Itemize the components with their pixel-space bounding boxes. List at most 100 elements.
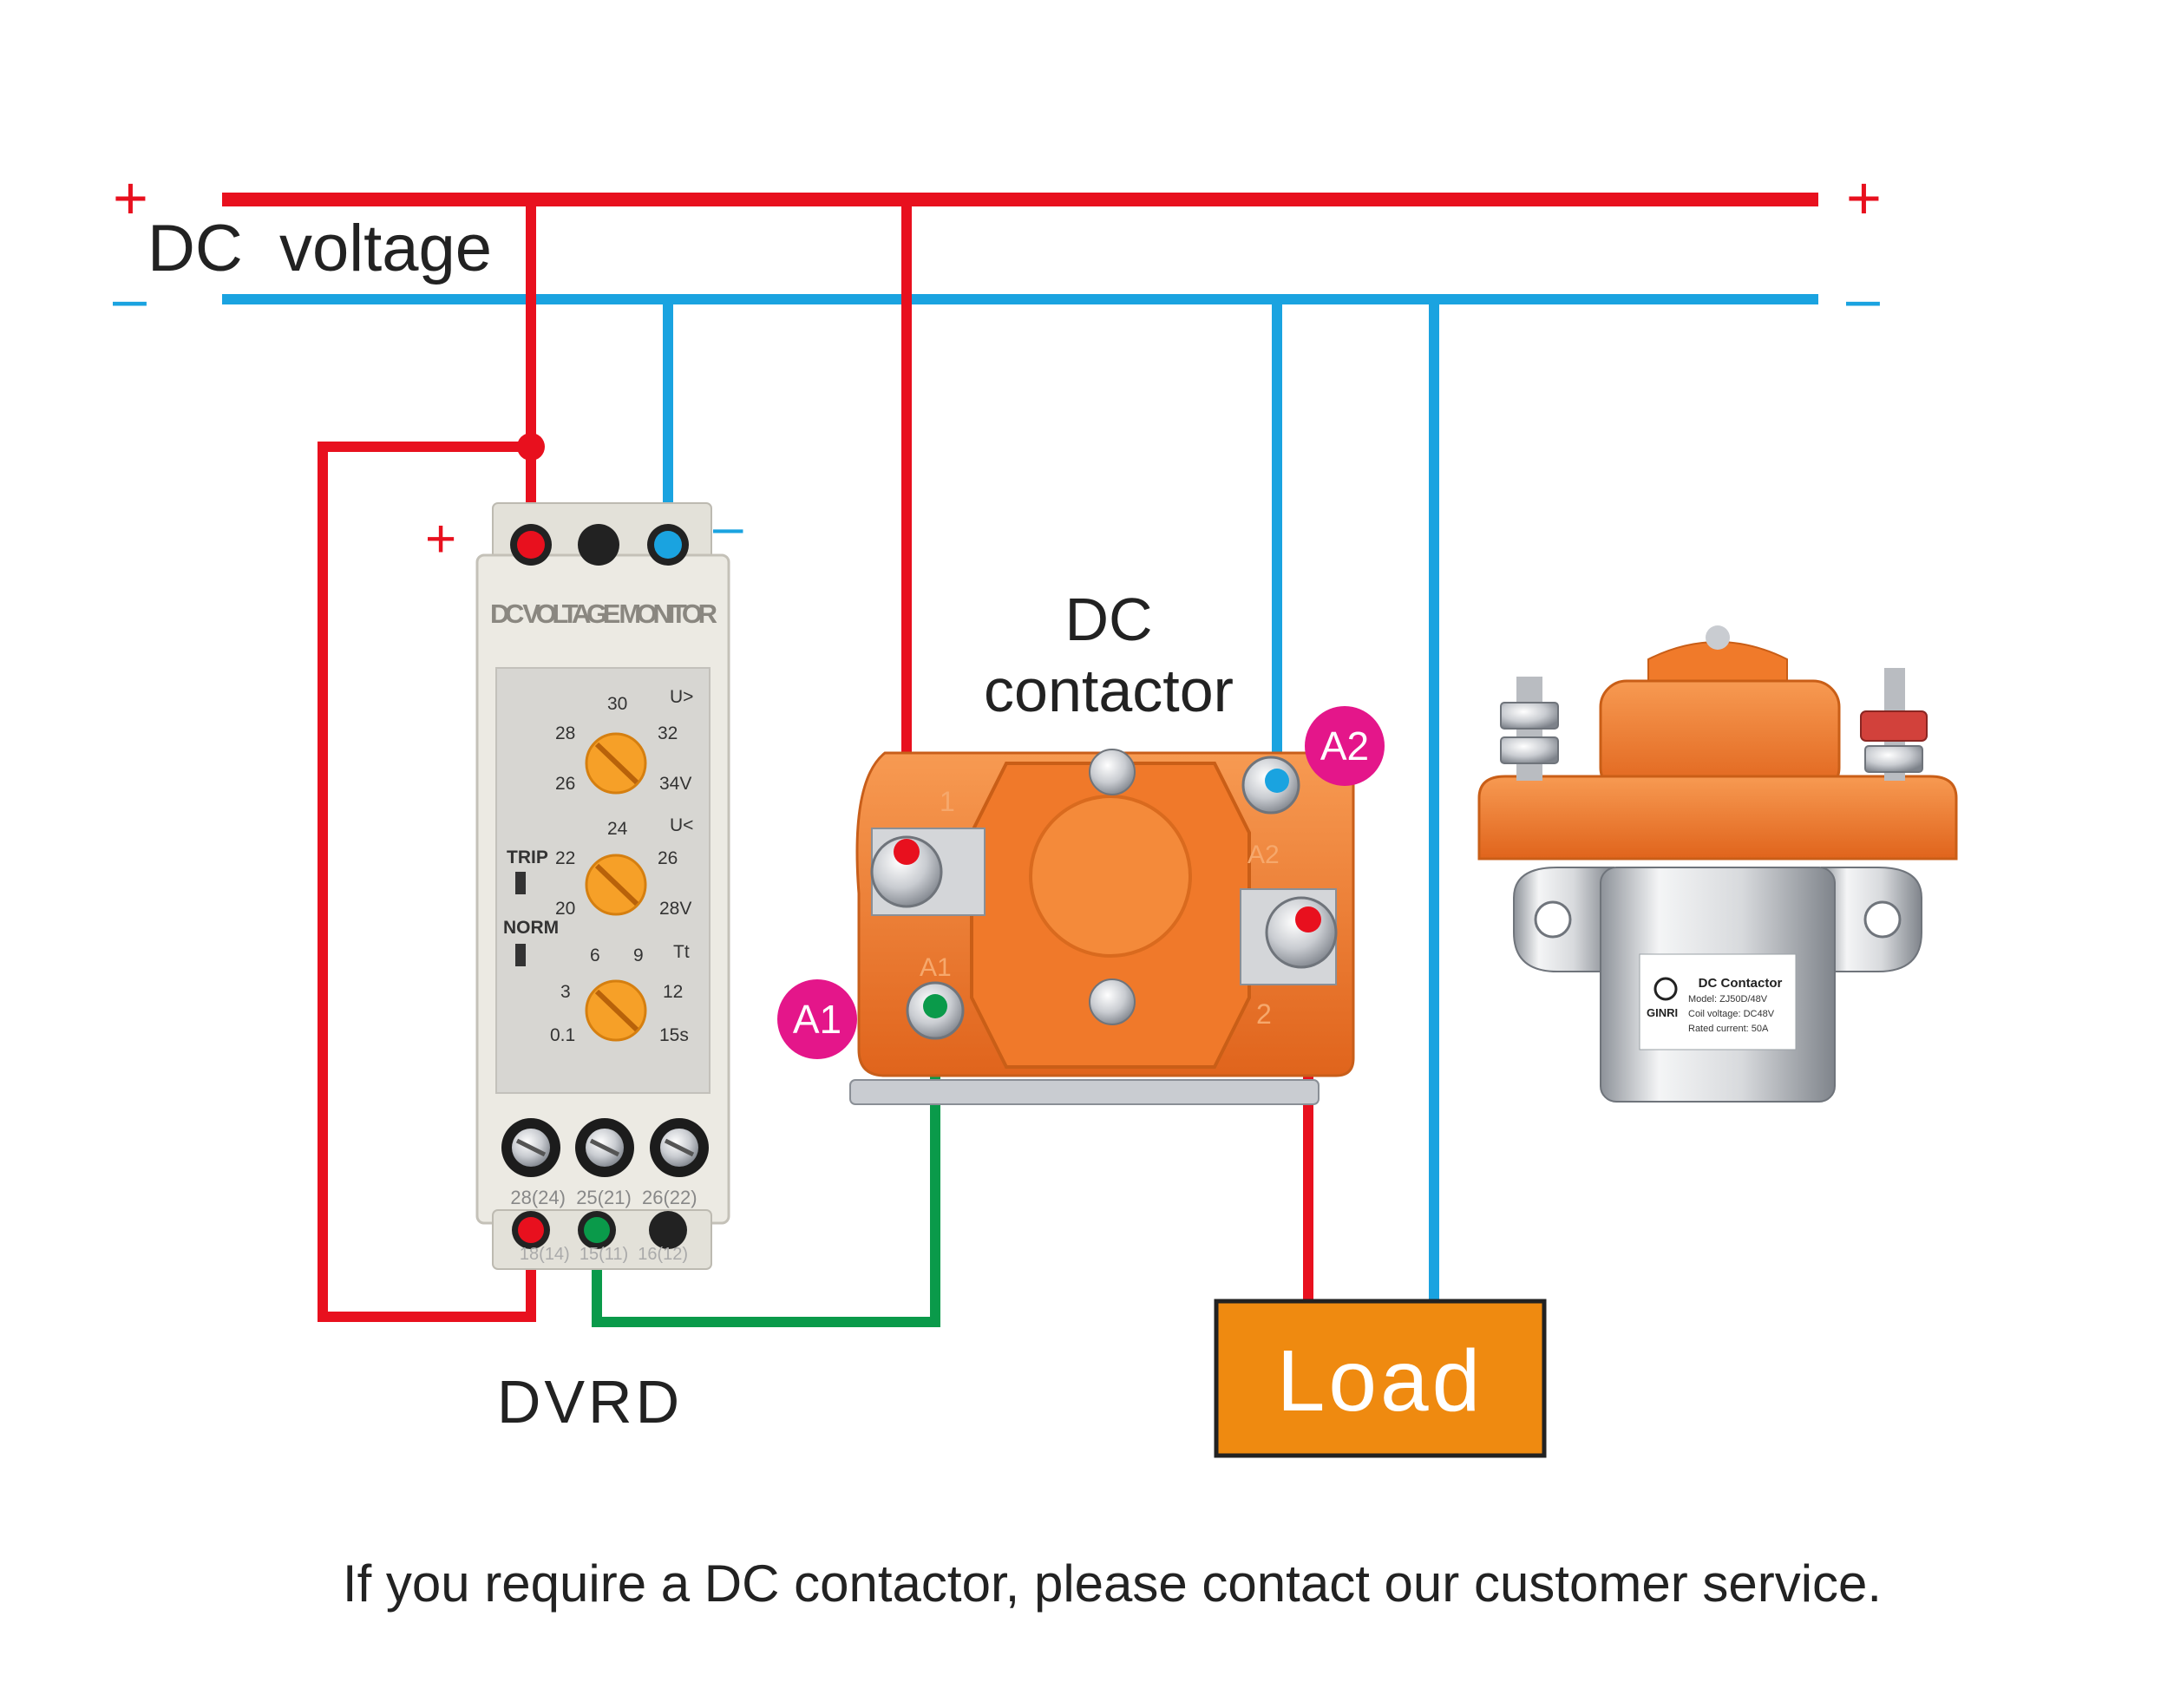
dial-pointer	[594, 989, 639, 1032]
dial-under-voltage[interactable]: U< 24 22 26 20 28V	[555, 815, 693, 919]
dial-tick: 28	[555, 723, 575, 743]
dc-contactor: DC contactor 1 2 A1 A2 A2 A1	[777, 586, 1385, 1105]
terminal-mark-2: 2	[1256, 998, 1272, 1030]
relay-title: DC VOLTAGE MONITOR	[490, 599, 717, 629]
terminal-numbers-top: 28(24) 25(21) 26(22)	[510, 1187, 697, 1208]
relay-terminal-middle	[578, 524, 619, 566]
trip-label: TRIP	[507, 847, 548, 867]
dial-tick: 24	[607, 819, 628, 839]
dial-tick: 15s	[659, 1025, 689, 1045]
label-title: DC Contactor	[1699, 976, 1783, 991]
dial-over-label: U>	[670, 687, 693, 707]
relay-terminal-18-dot	[518, 1217, 544, 1243]
wire-relay-to-a1	[592, 1006, 940, 1327]
mount-hole	[1863, 900, 1902, 939]
dial-tick: 28V	[659, 899, 691, 919]
dc-voltage-label: DC voltage	[147, 212, 492, 285]
dial-tick: 22	[555, 848, 575, 868]
norm-label: NORM	[503, 918, 559, 938]
relay-positive-dot	[517, 531, 545, 559]
junctions	[517, 433, 545, 461]
product-flange	[1477, 775, 1958, 861]
label-coil: Coil voltage: DC48V	[1688, 1009, 1775, 1019]
terminal-2-bolt[interactable]	[1265, 896, 1338, 969]
terminal-numbers-bottom: 18(14) 15(11) 16(12)	[520, 1245, 688, 1264]
product-dome-cap	[1706, 625, 1730, 650]
relay-minus-label: –	[713, 497, 743, 557]
load-box	[1214, 1299, 1547, 1458]
terminal-2-dot	[1295, 906, 1321, 933]
terminal-1-dot	[894, 839, 920, 865]
cover-bolt	[1089, 978, 1136, 1025]
terminal-mark-a2: A2	[1247, 841, 1280, 869]
minus-left-label: –	[113, 265, 147, 332]
contactor-product-image: DC Contactor GINRI Model: ZJ50D/48V Coil…	[1477, 625, 1958, 1103]
dial-tick: 9	[633, 946, 644, 965]
brand-logo-icon	[1653, 977, 1678, 1001]
nut-left	[1500, 702, 1559, 730]
relay-bottom-terminal	[649, 1211, 687, 1249]
terminal-1-bolt[interactable]	[870, 835, 943, 908]
dial-tick: 30	[607, 694, 627, 714]
relay-negative-dot	[654, 531, 682, 559]
label-brand: GINRI	[1647, 1006, 1678, 1019]
mount-hole	[1534, 900, 1572, 939]
label-current: Rated current: 50A	[1688, 1024, 1769, 1034]
dial-time-label: Tt	[673, 942, 690, 962]
relay-plus-label: +	[425, 509, 456, 569]
dial-tick: 0.1	[550, 1025, 575, 1045]
relay-screw-terminals	[501, 1118, 709, 1177]
nut-right	[1864, 745, 1923, 773]
dial-tick: 32	[658, 723, 678, 743]
badge-a2-label: A2	[1320, 723, 1369, 769]
terminal-mark-a1: A1	[920, 953, 952, 982]
dial-over-voltage[interactable]: U> 30 28 32 26 34V	[555, 687, 693, 795]
contactor-title-line2: contactor	[984, 657, 1234, 724]
terminal-mark-1: 1	[940, 786, 955, 817]
nut-right	[1860, 710, 1928, 742]
dial-tick: 20	[555, 899, 575, 919]
dial-tick: 6	[590, 946, 600, 965]
badge-a2	[1305, 706, 1385, 786]
coil-a1-dot	[923, 994, 947, 1018]
screw-slot	[664, 1138, 695, 1157]
relay-name-label: DVRD	[497, 1368, 683, 1436]
dial-pointer	[594, 742, 639, 785]
mounting-bracket	[849, 1079, 1320, 1105]
norm-indicator	[515, 944, 526, 966]
load-label: Load	[1277, 1332, 1483, 1430]
dial-tick: 26	[555, 774, 575, 794]
dial-time-delay[interactable]: Tt 6 9 3 12 0.1 15s	[550, 942, 690, 1045]
dial-tick: 34V	[659, 774, 691, 794]
coil-a2-dot	[1265, 769, 1289, 793]
trip-indicator	[515, 872, 526, 894]
plus-right-label: +	[1846, 164, 1882, 232]
dial-under-label: U<	[670, 815, 693, 835]
screw-slot	[589, 1138, 620, 1157]
cover-dome	[1029, 795, 1192, 958]
label-model: Model: ZJ50D/48V	[1688, 994, 1768, 1005]
dial-tick: 12	[663, 982, 683, 1002]
supply-bus: + – + – DC voltage	[113, 164, 1882, 332]
contactor-title-line1: DC	[1064, 586, 1152, 653]
screw-slot	[515, 1138, 547, 1157]
badge-a1-label: A1	[793, 997, 841, 1042]
plus-left-label: +	[113, 164, 148, 232]
product-label	[1639, 953, 1797, 1050]
voltage-monitor-relay: + – DC VOLTAGE MONITOR U> 30 28 32 26 34…	[425, 497, 743, 1436]
footer-note: If you require a DC contactor, please co…	[343, 1554, 1882, 1613]
junction-dot	[517, 433, 545, 461]
load-block: Load	[1214, 1299, 1547, 1458]
product-dome	[1647, 641, 1788, 682]
wire-positive-loop	[318, 442, 536, 1322]
dial-tick: 26	[658, 848, 678, 868]
relay-terminal-15-dot	[584, 1217, 610, 1243]
nut-left	[1500, 736, 1559, 764]
dial-pointer	[594, 863, 639, 906]
dial-tick: 3	[560, 982, 571, 1002]
cover-bolt	[1089, 749, 1136, 795]
minus-right-label: –	[1846, 265, 1880, 332]
badge-a1	[777, 979, 857, 1059]
